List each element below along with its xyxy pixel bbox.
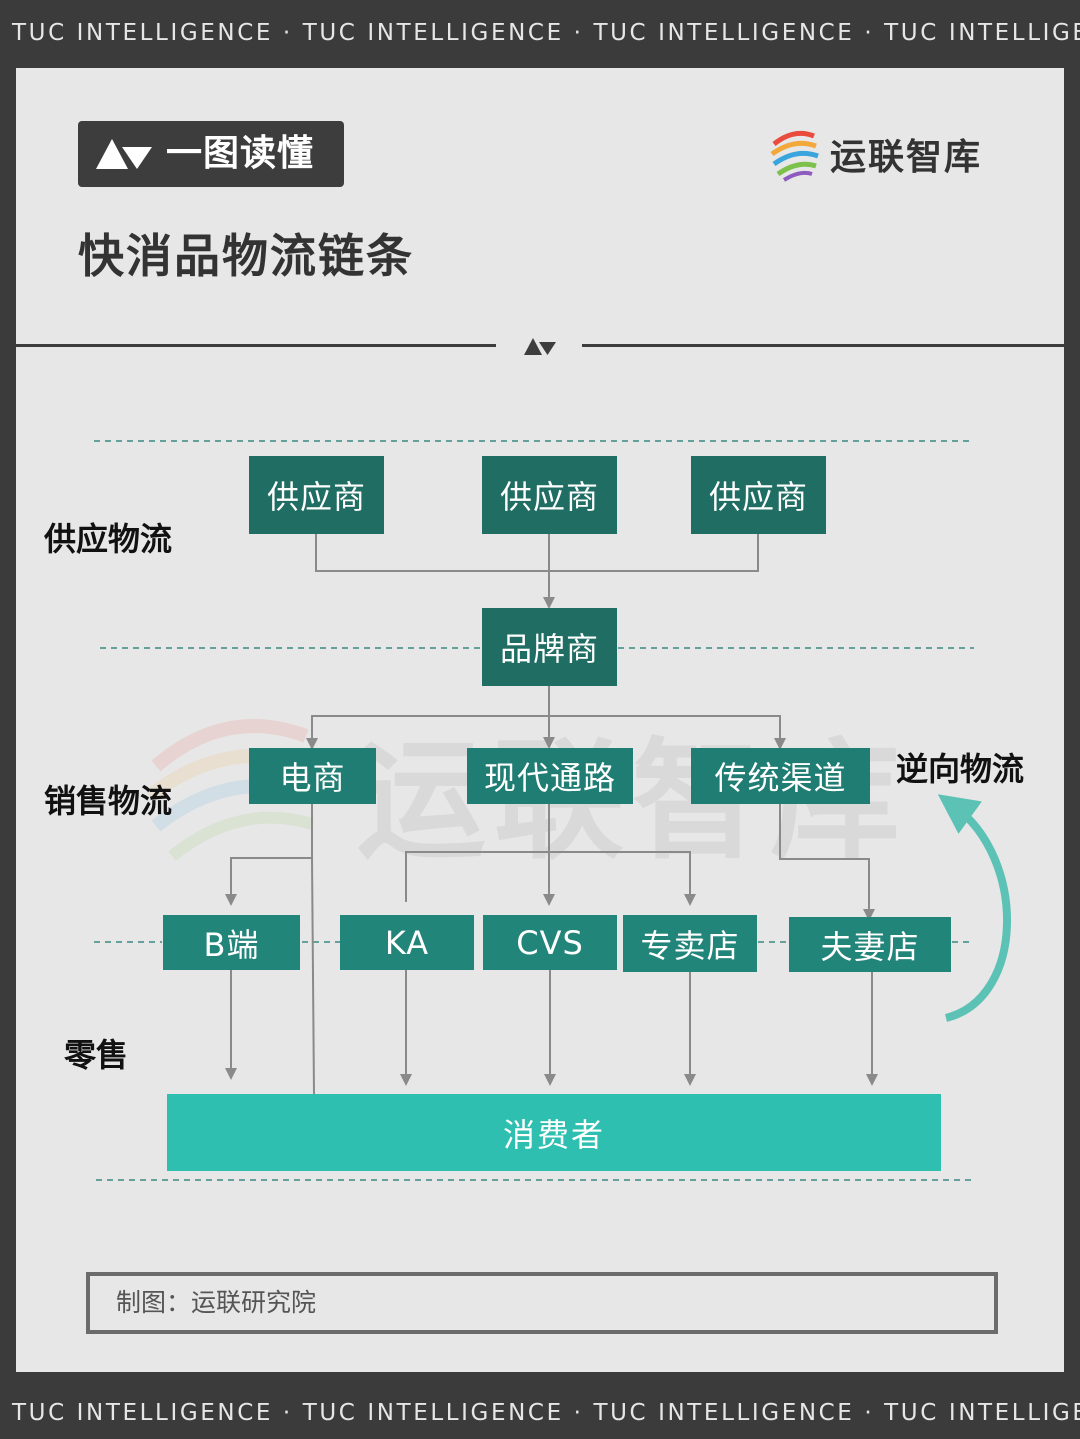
supplier-node: 供应商 (482, 456, 617, 534)
supplier-node: 供应商 (249, 456, 384, 534)
triangle-logo-icon (96, 139, 152, 169)
retail-node-b2b: B端 (163, 915, 300, 970)
flow-connectors (94, 440, 1011, 1181)
credit-box: 制图：运联研究院 (86, 1272, 998, 1334)
supplier-node: 供应商 (691, 456, 826, 534)
reverse-flow-arrow (937, 794, 1011, 1022)
channel-node-traditional: 传统渠道 (691, 748, 870, 804)
label-retail: 零售 (64, 1036, 129, 1074)
page-title: 快消品物流链条 (78, 229, 414, 283)
swirl-logo-icon (770, 130, 819, 182)
top-banner: TUC INTELLIGENCE · TUC INTELLIGENCE · TU… (0, 0, 1080, 66)
divider-right (582, 344, 1064, 347)
credit-text: 制图：运联研究院 (116, 1288, 317, 1317)
badge-label: 一图读懂 (166, 133, 315, 174)
consumer-node: 消费者 (167, 1094, 941, 1171)
badge: 一图读懂 (78, 121, 344, 187)
label-sales-logistics: 销售物流 (44, 782, 173, 820)
content-panel: 一图读懂 运联智库 快消品物流链条 运联智库 (16, 68, 1064, 1372)
label-supply-logistics: 供应物流 (44, 520, 173, 558)
retail-node-cvs: CVS (483, 915, 617, 970)
retail-node-mom-and-pop: 夫妻店 (789, 917, 951, 972)
retail-node-specialty-store: 专卖店 (623, 915, 757, 972)
channel-node-ecommerce: 电商 (249, 748, 376, 804)
label-reverse-logistics: 逆向物流 (896, 750, 1025, 788)
brand-name: 运联智库 (830, 137, 983, 178)
divider-left (16, 344, 496, 347)
divider-triangle-icon (524, 338, 556, 355)
bottom-banner: TUC INTELLIGENCE · TUC INTELLIGENCE · TU… (0, 1374, 1080, 1439)
retail-node-ka: KA (340, 915, 474, 970)
brand-owner-node: 品牌商 (482, 608, 617, 686)
channel-node-modern-trade: 现代通路 (467, 748, 633, 804)
brand-logo: 运联智库 (766, 124, 1026, 184)
